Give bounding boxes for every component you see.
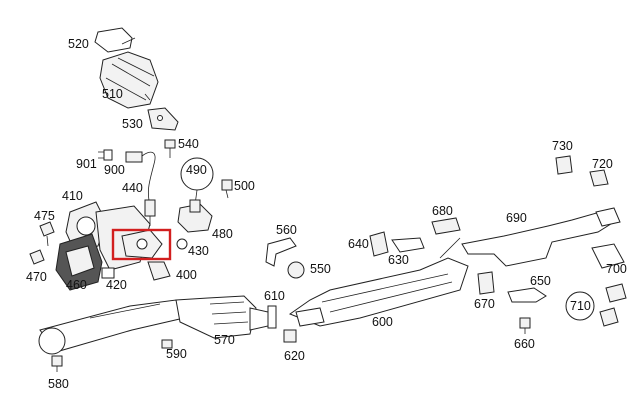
label-560: 560 (276, 223, 297, 237)
gasket-610[interactable] (267, 305, 277, 329)
label-475: 475 (34, 209, 55, 223)
flange-400[interactable] (147, 261, 171, 281)
clamp-710[interactable] (565, 283, 627, 327)
label-570: 570 (214, 333, 235, 347)
label-550: 550 (310, 262, 331, 276)
label-630: 630 (388, 253, 409, 267)
bracket-530[interactable] (147, 107, 179, 131)
bolt-500[interactable] (221, 179, 233, 199)
clip-720[interactable] (589, 169, 609, 187)
rear-muffler-690[interactable] (461, 207, 621, 267)
pipe-560[interactable] (265, 237, 297, 267)
nut-470[interactable] (29, 249, 45, 265)
label-480: 480 (212, 227, 233, 241)
hanger-550[interactable] (287, 261, 305, 279)
label-510: 510 (102, 87, 123, 101)
label-680: 680 (432, 204, 453, 218)
label-720: 720 (592, 157, 613, 171)
label-650: 650 (530, 274, 551, 288)
nut-430[interactable] (176, 238, 188, 250)
label-470: 470 (26, 270, 47, 284)
catalytic-converter-570[interactable] (175, 295, 269, 339)
label-580: 580 (48, 377, 69, 391)
bolt-540[interactable] (164, 139, 176, 158)
bolt-660[interactable] (519, 317, 531, 334)
label-460: 460 (66, 278, 87, 292)
label-490: 490 (186, 163, 207, 177)
label-901: 901 (76, 157, 97, 171)
highlighted-part-430-area[interactable] (111, 228, 172, 261)
label-710: 710 (570, 299, 591, 313)
center-muffler-600[interactable] (288, 237, 469, 327)
sensor-connector-901[interactable] (98, 149, 143, 163)
label-660: 660 (514, 337, 535, 351)
highlight-box (111, 228, 172, 261)
oxygen-sensor-wire-440[interactable] (141, 151, 156, 226)
label-620: 620 (284, 349, 305, 363)
hanger-670[interactable] (477, 271, 495, 295)
front-pipe[interactable] (38, 299, 185, 355)
label-730: 730 (552, 139, 573, 153)
turbo-housing-460[interactable] (55, 233, 103, 291)
label-400: 400 (176, 268, 197, 282)
label-900: 900 (104, 163, 125, 177)
label-410: 410 (62, 189, 83, 203)
label-520: 520 (68, 37, 89, 51)
bracket-630[interactable] (391, 237, 425, 253)
rubber-mount-730[interactable] (555, 155, 573, 175)
hanger-640[interactable] (369, 231, 389, 257)
clamp-620[interactable] (283, 329, 297, 343)
label-600: 600 (372, 315, 393, 329)
tail-pipe-700[interactable] (591, 243, 625, 269)
clamp-580[interactable] (51, 355, 63, 372)
label-420: 420 (106, 278, 127, 292)
label-640: 640 (348, 237, 369, 251)
heat-shield-520[interactable] (94, 27, 136, 53)
label-540: 540 (178, 137, 199, 151)
label-500: 500 (234, 179, 255, 193)
label-690: 690 (506, 211, 527, 225)
label-530: 530 (122, 117, 143, 131)
label-670: 670 (474, 297, 495, 311)
bolt-475[interactable] (39, 221, 55, 247)
label-440: 440 (122, 181, 143, 195)
bolt-590[interactable] (161, 339, 173, 349)
rubber-mount-680[interactable] (431, 217, 461, 235)
clamp-490[interactable] (180, 157, 214, 206)
label-590: 590 (166, 347, 187, 361)
label-610: 610 (264, 289, 285, 303)
heat-shield-510[interactable] (99, 51, 159, 109)
label-700: 700 (606, 262, 627, 276)
label-430: 430 (188, 244, 209, 258)
bracket-650[interactable] (507, 287, 547, 303)
bracket-480[interactable] (177, 199, 213, 233)
